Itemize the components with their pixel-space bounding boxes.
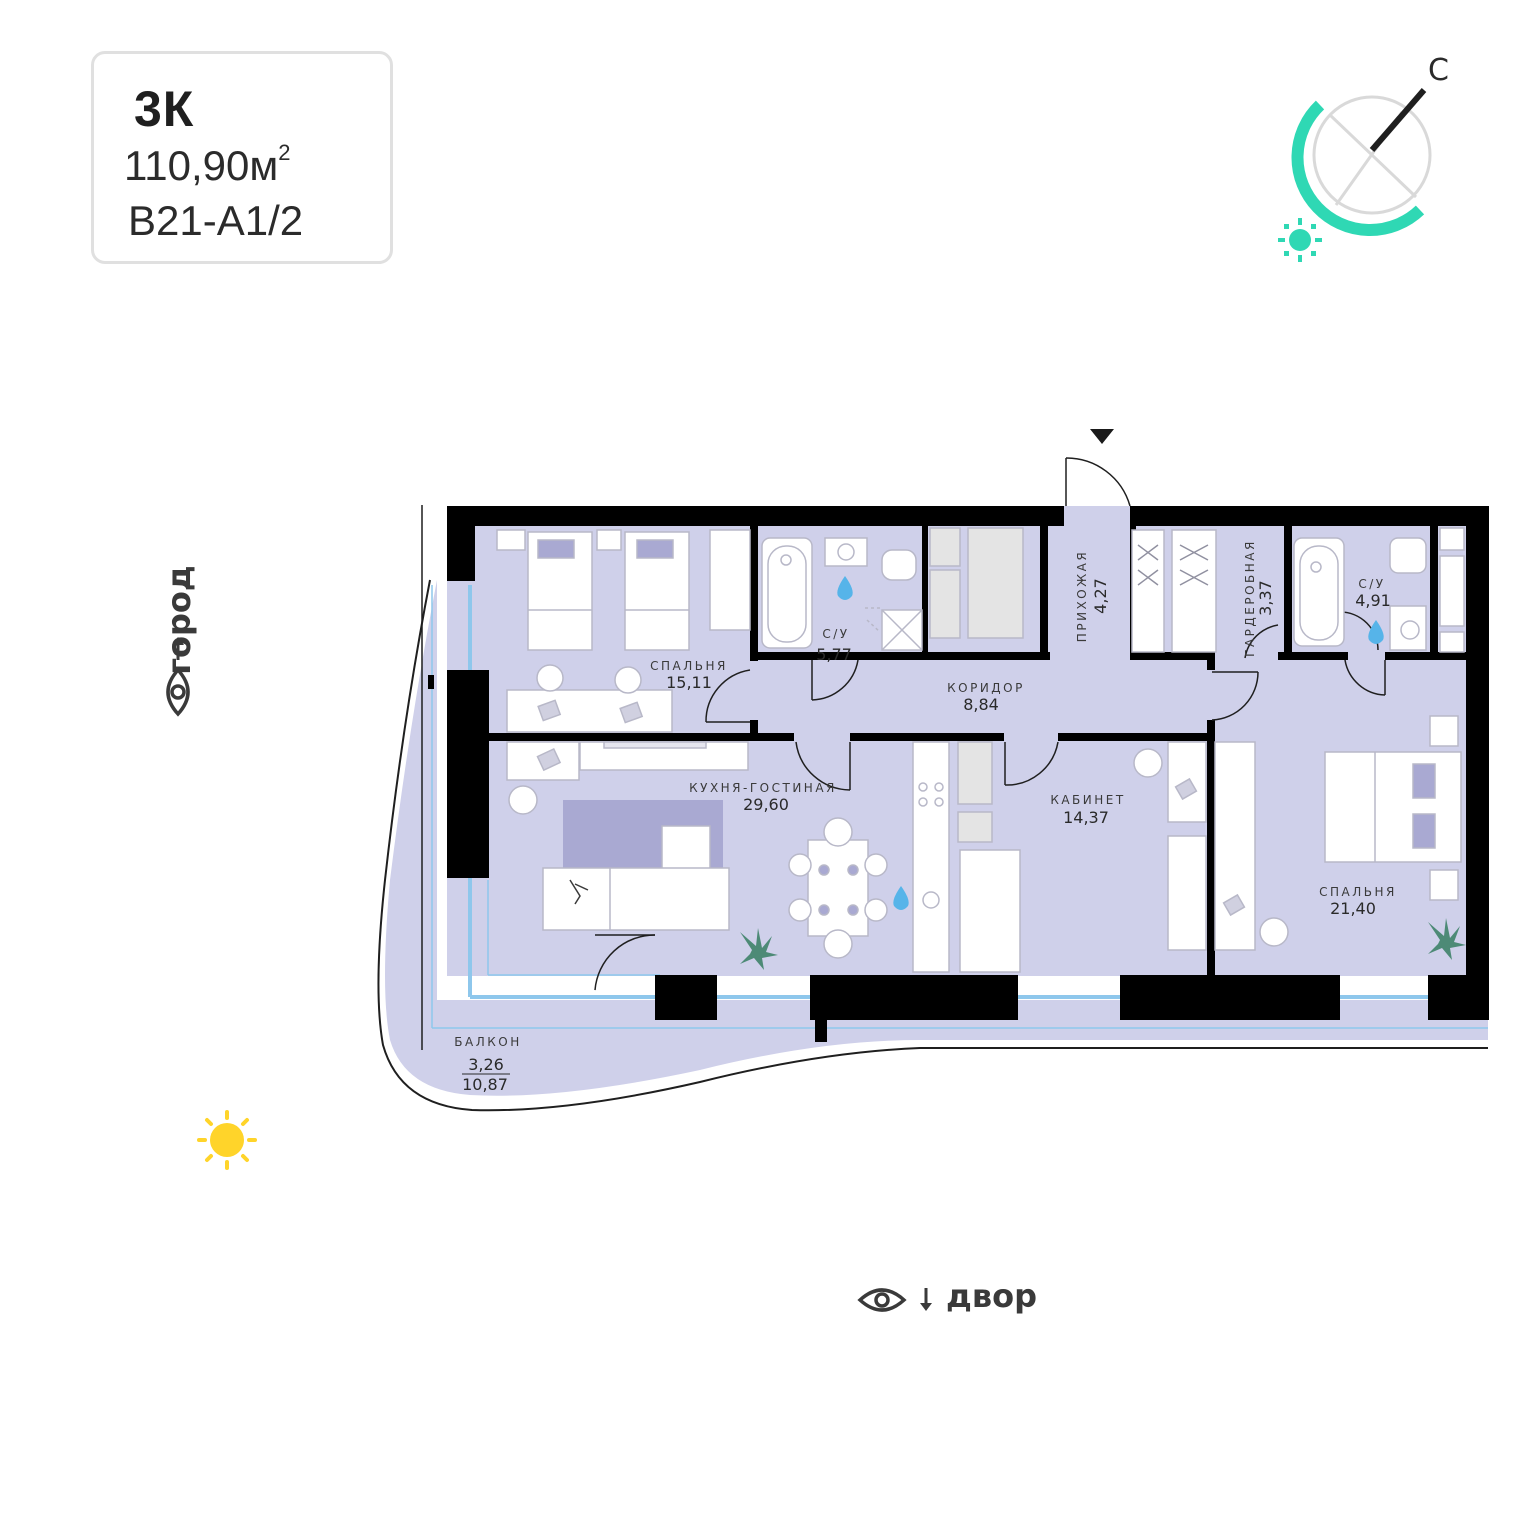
eye-icon-2 (857, 1288, 907, 1312)
balcony-area-full: 10,87 (462, 1075, 508, 1094)
eye-icon (166, 667, 190, 717)
unit-info-card: 3К 110,90м2 В21-А1/2 (91, 51, 393, 264)
toilet (881, 549, 917, 581)
corridor-name: КОРИДОР (947, 681, 1025, 695)
balcony-railing (377, 579, 1488, 1112)
storage-closets (929, 527, 1217, 653)
balcony-area-reduced: 3,26 (468, 1055, 504, 1074)
compass-arc (1291, 100, 1425, 236)
bedroom2-area: 21,40 (1330, 899, 1376, 918)
interior-doors (594, 611, 1386, 991)
unit-area-value: 110,90м (124, 142, 279, 189)
living-area: 29,60 (743, 795, 789, 814)
toilet-2 (1389, 537, 1427, 574)
unit-code: В21-А1/2 (128, 197, 304, 244)
wardrobe-area: 3,37 (1256, 580, 1275, 616)
wardrobe-name: ГАРДЕРОБНАЯ (1243, 539, 1257, 657)
plant-icon-2 (1428, 918, 1466, 960)
compass-icon: С (1278, 53, 1449, 262)
water-drop-icon (837, 576, 853, 600)
bath2-fixtures (1293, 527, 1465, 653)
compass-north-label: С (1428, 53, 1449, 88)
water-drop-icon-2 (1368, 620, 1384, 644)
sun-icon (197, 1110, 257, 1170)
living-name: КУХНЯ-ГОСТИНАЯ (689, 781, 837, 795)
kitchen-counter (912, 741, 950, 973)
unit-area-sup: 2 (278, 140, 291, 165)
view-yard-arrow-icon (920, 1288, 932, 1311)
balcony-floor (385, 580, 1488, 1096)
walls (428, 506, 1489, 1042)
bedroom1-area: 15,11 (666, 673, 712, 692)
compass-sun-icon (1278, 218, 1322, 262)
water-drop-icon-3 (893, 886, 909, 910)
bath2-name: С/У (1358, 577, 1385, 591)
entrance-arrow-icon (1090, 429, 1114, 444)
view-yard-label: двор (946, 1277, 1037, 1315)
office-name: КАБИНЕТ (1050, 793, 1125, 807)
sink (824, 537, 868, 567)
bath1-name: С/У (822, 627, 849, 641)
bedroom2-name: СПАЛЬНЯ (1319, 885, 1397, 899)
unit-area: 110,90м2 (124, 140, 291, 190)
compass-ring (1312, 95, 1432, 215)
bedroom2-furniture (1324, 715, 1462, 901)
compass-needle (1369, 88, 1427, 152)
unit-type: 3К (134, 81, 195, 137)
office-furniture (1133, 741, 1289, 951)
sofa (542, 867, 730, 931)
hall-name: ПРИХОЖАЯ (1075, 550, 1089, 642)
bedroom1-name: СПАЛЬНЯ (650, 659, 728, 673)
corridor-area: 8,84 (963, 695, 999, 714)
plant-icon (740, 928, 778, 970)
balcony-name: БАЛКОН (454, 1035, 521, 1049)
bedroom1-furniture (496, 529, 751, 815)
bath2-area: 4,91 (1355, 591, 1391, 610)
bed-single-left (527, 531, 593, 651)
bath1-fixtures (761, 537, 923, 651)
hall-area: 4,27 (1091, 578, 1110, 614)
bed-double (1324, 751, 1462, 863)
dining-table (807, 839, 869, 937)
living-furniture (542, 741, 1021, 973)
entrance-door (1065, 428, 1131, 507)
view-city-arrow-icon (172, 637, 184, 660)
bath1-area: 5,77 (816, 645, 852, 664)
office-area: 14,37 (1063, 808, 1109, 827)
